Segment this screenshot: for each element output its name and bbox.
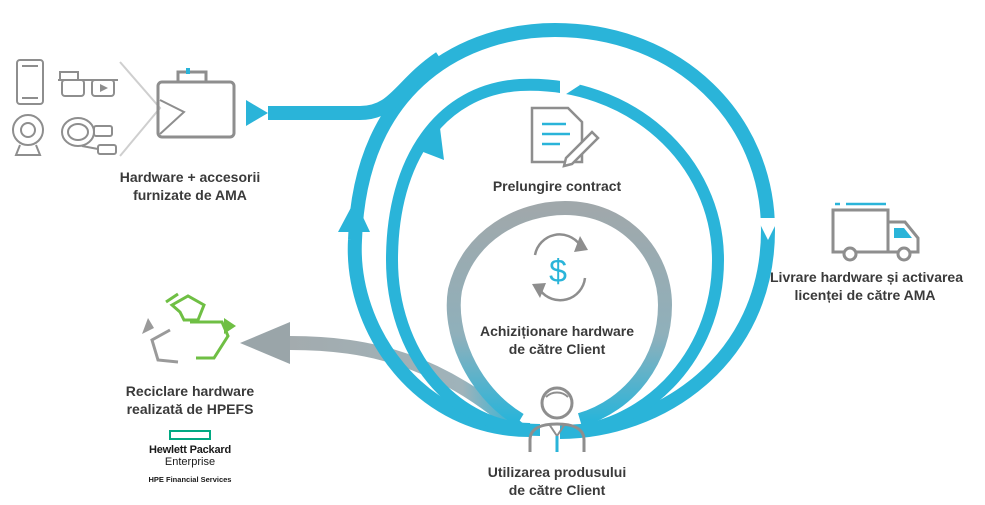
hpe-logo: Hewlett Packard Enterprise HPE Financial… — [136, 430, 244, 484]
cable-icon — [61, 117, 117, 155]
device-icons — [12, 59, 118, 156]
middle-cycle-ring — [338, 70, 725, 438]
hardware-feed-arrow — [246, 52, 445, 126]
recycling-return-arrow — [240, 322, 525, 436]
hpe-logo-bar — [169, 430, 211, 440]
hpe-logo-line3: HPE Financial Services — [148, 475, 232, 484]
document-pen-icon — [530, 106, 600, 168]
label-usage: Utilizarea produsului de către Client — [477, 463, 637, 499]
hpe-logo-line1: Hewlett Packard — [149, 444, 231, 456]
webcam-icon — [12, 114, 44, 156]
label-delivery-line2: licenței de către AMA — [794, 287, 936, 303]
label-recycling: Reciclare hardware realizată de HPEFS — [110, 382, 270, 418]
hpe-logo-line2: Enterprise — [164, 456, 216, 468]
dollar-cycle-icon: $ — [532, 233, 588, 302]
label-acquisition-line1: Achiziționare hardware — [479, 323, 635, 339]
label-acquisition-line2: de către Client — [508, 341, 606, 357]
label-acquisition: Achiziționare hardware de către Client — [472, 322, 642, 358]
label-recycling-line2: realizată de HPEFS — [126, 401, 254, 417]
label-hardware-line1: Hardware + accesorii — [119, 169, 261, 185]
smart-glasses-icon — [58, 71, 118, 97]
person-icon — [528, 386, 586, 452]
funnel-chevron — [119, 61, 162, 157]
recycle-icon — [142, 292, 236, 364]
svg-text:$: $ — [549, 253, 567, 289]
label-recycling-line1: Reciclare hardware — [125, 383, 255, 399]
label-usage-line2: de către Client — [508, 482, 606, 498]
briefcase-icon — [156, 70, 236, 139]
inner-cycle-ring — [446, 200, 673, 427]
briefcase-accent — [186, 68, 190, 74]
label-contract-line1: Prelungire contract — [492, 178, 622, 194]
outer-cycle-ring — [347, 22, 779, 439]
label-contract: Prelungire contract — [477, 177, 637, 195]
label-delivery: Livrare hardware și activarea licenței d… — [770, 268, 964, 304]
label-hardware-line2: furnizate de AMA — [133, 187, 247, 203]
middle-ring-arrowhead — [418, 128, 444, 160]
smartphone-icon — [16, 59, 44, 105]
outer-ring-arrowhead — [338, 200, 370, 232]
label-usage-line1: Utilizarea produsului — [487, 464, 627, 480]
label-delivery-line1: Livrare hardware și activarea — [770, 269, 964, 285]
delivery-truck-icon — [831, 202, 920, 262]
label-hardware: Hardware + accesorii furnizate de AMA — [110, 168, 270, 204]
